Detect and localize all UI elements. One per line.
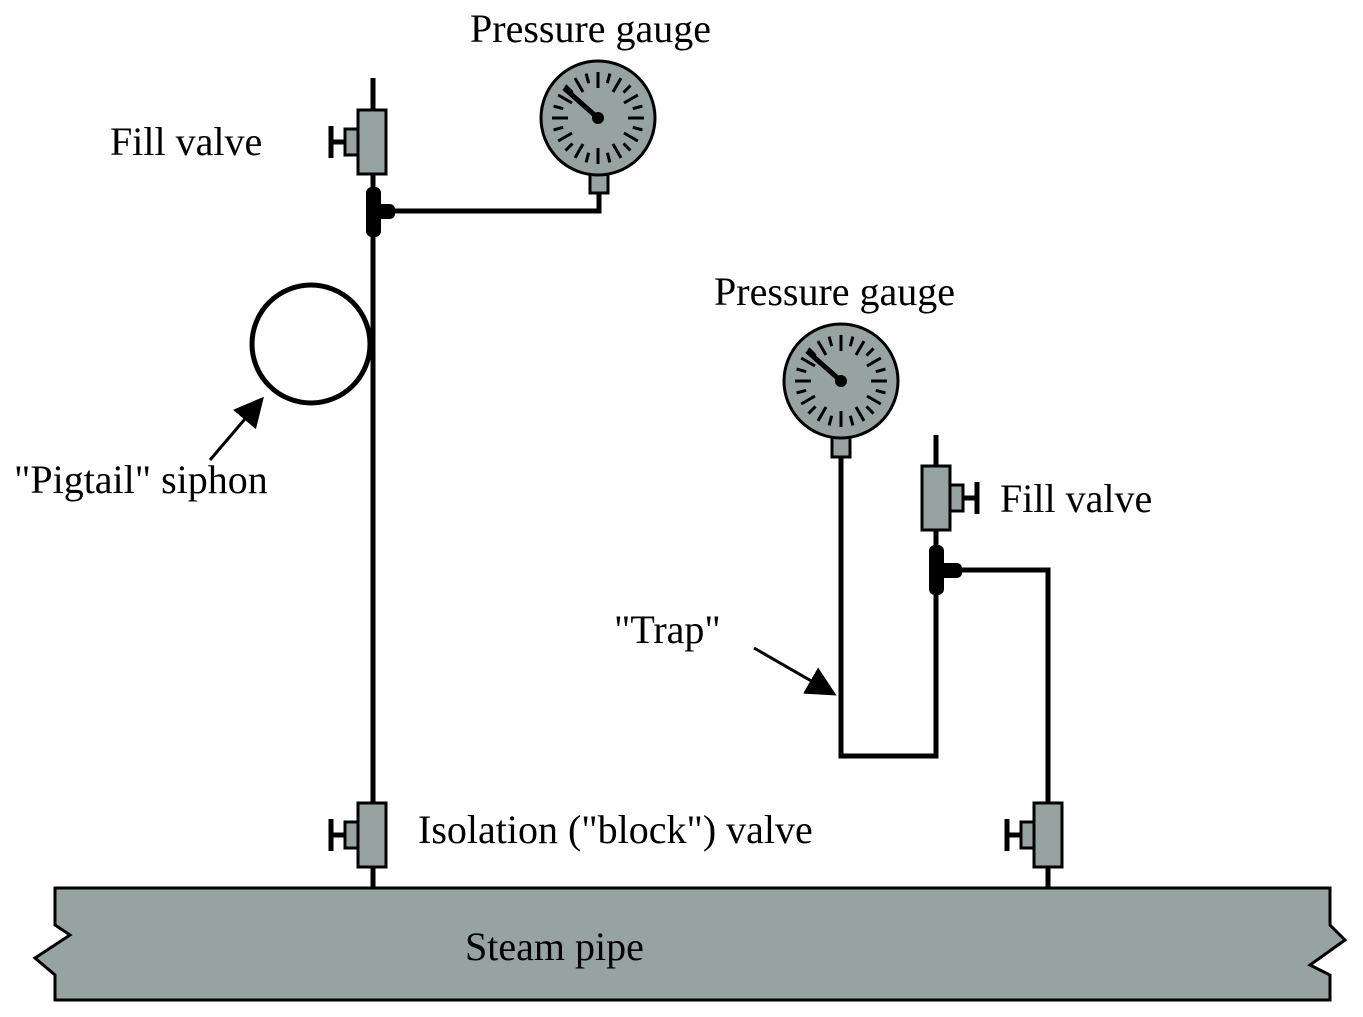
gauge-scale-tick xyxy=(605,73,612,84)
gauge-scale-tick xyxy=(816,340,828,356)
gauge-scale-tick xyxy=(875,367,886,374)
gauge-scale-tick xyxy=(865,347,875,357)
fill-valve-right-label: Fill valve xyxy=(1000,476,1152,521)
tee-fitting-left xyxy=(366,187,395,237)
steam-pipe xyxy=(32,886,1348,1002)
gauge-scale-tick xyxy=(622,142,632,152)
gauge-scale-tick xyxy=(584,152,591,163)
pressure-gauge-right-label: Pressure gauge xyxy=(714,269,955,314)
gauge-scale-tick xyxy=(557,93,573,105)
gauge-scale-tick xyxy=(866,356,882,368)
fill-valve-left xyxy=(328,108,388,176)
gauge-scale-tick xyxy=(611,143,623,159)
left-gauge-connection-line xyxy=(390,192,602,214)
trap-label: "Trap" xyxy=(614,607,721,652)
gauge-scale-tick xyxy=(796,367,807,374)
gauge-left-scale-ticks xyxy=(552,72,644,164)
gauge-scale-tick xyxy=(800,394,816,406)
gauge-scale-tick xyxy=(623,93,639,105)
gauge-scale-tick xyxy=(800,356,816,368)
gauge-scale-tick xyxy=(584,73,591,84)
pressure-gauge-left-label: Pressure gauge xyxy=(470,6,711,51)
trap-loop-line xyxy=(838,457,939,759)
fill-valve-right xyxy=(920,464,980,532)
gauge-scale-tick xyxy=(553,125,564,132)
gauge-scale-tick xyxy=(622,84,632,94)
gauge-scale-tick xyxy=(632,104,643,111)
gauge-scale-tick xyxy=(632,125,643,132)
gauge-scale-tick xyxy=(807,405,817,415)
fill-valve-left-label: Fill valve xyxy=(110,119,262,164)
pigtail-arrow xyxy=(208,396,264,461)
gauge-scale-tick xyxy=(827,415,834,426)
steam-pipe-label: Steam pipe xyxy=(465,924,644,969)
trap-arrow xyxy=(753,646,837,696)
gauge-scale-tick xyxy=(848,415,855,426)
gauge-scale-tick xyxy=(605,152,612,163)
gauge-scale-tick xyxy=(557,131,573,143)
gauge-scale-tick xyxy=(865,405,875,415)
gauge-scale-tick xyxy=(564,142,574,152)
pressure-gauge-left xyxy=(539,59,657,195)
gauge-scale-tick xyxy=(875,388,886,395)
gauge-scale-tick xyxy=(553,104,564,111)
tee-fitting-right xyxy=(929,545,962,595)
pigtail-siphon-label: "Pigtail" siphon xyxy=(14,457,268,502)
isolation-valve-left xyxy=(328,801,388,869)
gauge-scale-tick xyxy=(796,388,807,395)
right-impulse-line xyxy=(955,567,1051,888)
gauge-scale-tick xyxy=(573,77,585,93)
gauge-scale-tick xyxy=(816,406,828,422)
isolation-valve-right xyxy=(1004,801,1064,869)
gauge-right-scale-ticks xyxy=(795,335,887,427)
isolation-valve-label: Isolation ("block") valve xyxy=(418,807,813,852)
gauge-scale-tick xyxy=(866,394,882,406)
gauge-scale-tick xyxy=(854,406,866,422)
gauge-scale-tick xyxy=(573,143,585,159)
gauge-scale-tick xyxy=(623,131,639,143)
pigtail-siphon xyxy=(249,282,373,406)
pressure-gauge-right xyxy=(782,322,900,459)
gauge-scale-tick xyxy=(854,340,866,356)
gauge-scale-tick xyxy=(611,77,623,93)
gauge-scale-tick xyxy=(827,336,834,347)
gauge-scale-tick xyxy=(848,336,855,347)
